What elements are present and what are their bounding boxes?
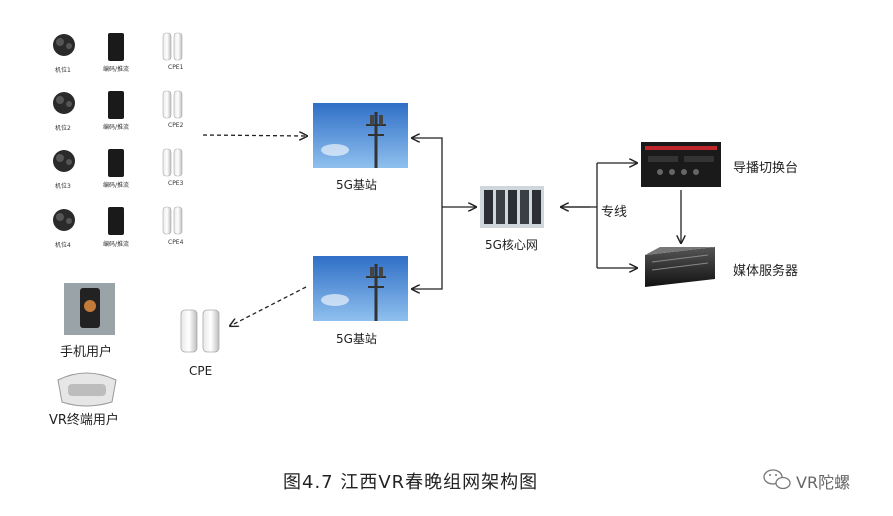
media-server-icon [645, 247, 715, 287]
encoder-icon [108, 207, 124, 235]
switcher-icon [641, 142, 721, 187]
dedicated-line-label: 专线 [601, 205, 628, 220]
cpe-icon [162, 148, 183, 177]
core-network-icon [480, 186, 544, 228]
encoder-label: 编码/推流 [103, 182, 130, 189]
encoder-label: 编码/推流 [103, 66, 130, 73]
core-network-label: 5G核心网 [485, 238, 538, 252]
camera-row-2 [53, 90, 183, 119]
camera-position-label: 机位1 [55, 67, 71, 74]
basestation-core-link [412, 138, 443, 289]
vr-camera-icon [53, 34, 75, 56]
core-to-media-link [560, 163, 598, 268]
vr-headset-icon [57, 372, 117, 407]
figure-caption: 图4.7 江西VR春晚组网架构图 [283, 472, 539, 493]
base-station-bottom-icon [313, 256, 408, 321]
switcher-label: 导播切换台 [733, 161, 799, 176]
vr-camera-icon [53, 150, 75, 172]
cpe-label: CPE3 [168, 180, 184, 187]
camera-position-label: 机位4 [55, 242, 71, 249]
camera-position-label: 机位3 [55, 183, 71, 190]
media-server-label: 媒体服务器 [733, 264, 799, 279]
encoder-icon [108, 149, 124, 177]
camera-row-1 [53, 32, 183, 61]
downlink-arrow [230, 286, 307, 326]
cpe-icon [162, 90, 183, 119]
cpe-icon [162, 32, 183, 61]
watermark-text: VR陀螺 [796, 473, 851, 492]
phone-user-icon [64, 283, 115, 335]
mobile-user-label: 手机用户 [60, 345, 113, 360]
vr-user-label: VR终端用户 [49, 413, 119, 428]
cpe-label: CPE2 [168, 122, 184, 129]
uplink-arrow [202, 135, 307, 136]
encoder-label: 编码/推流 [103, 124, 130, 131]
cpe-label: CPE1 [168, 64, 184, 71]
base-station-bottom-label: 5G基站 [336, 332, 377, 346]
base-station-top-label: 5G基站 [336, 178, 377, 192]
cpe-user-icon [180, 309, 220, 353]
cpe-icon [162, 206, 183, 235]
encoder-label: 编码/推流 [103, 241, 130, 248]
camera-position-label: 机位2 [55, 125, 71, 132]
base-station-top-icon [313, 103, 408, 168]
wechat-icon [763, 469, 791, 490]
encoder-icon [108, 91, 124, 119]
camera-row-4 [53, 206, 183, 235]
encoder-icon [108, 33, 124, 61]
cpe-label: CPE4 [168, 239, 184, 246]
cpe-user-label: CPE [189, 364, 213, 378]
camera-row-3 [53, 148, 183, 177]
vr-camera-icon [53, 92, 75, 114]
vr-camera-icon [53, 209, 75, 231]
